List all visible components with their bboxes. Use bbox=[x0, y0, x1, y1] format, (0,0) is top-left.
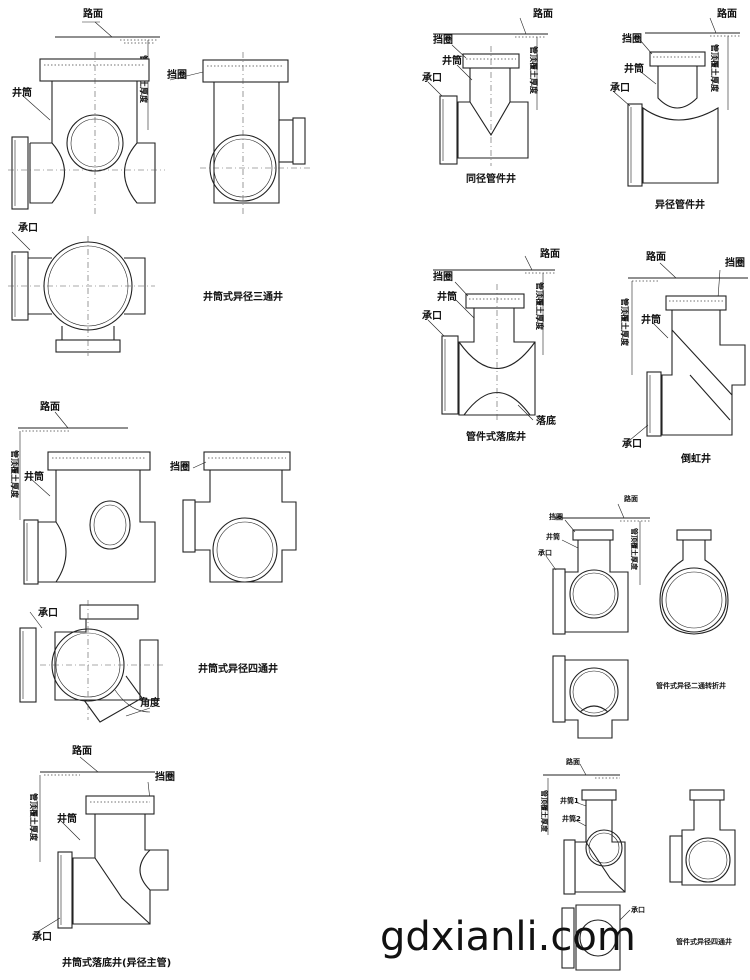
label-socket-4: 承口 bbox=[422, 310, 442, 322]
caption-reducer-fitting-well: 异径管件井 bbox=[655, 198, 705, 211]
fig-fitting-drop-well: 路面 管顶覆土厚度 挡圈 井筒 承口 落底 管件式落底井 bbox=[422, 247, 560, 443]
fig-reducer-fitting-well: 路面 管顶覆土厚度 挡圈 井筒 承口 异径管件井 bbox=[610, 7, 740, 211]
label-cover-depth-8: 管顶覆土厚度 bbox=[29, 793, 39, 842]
label-socket-9: 承口 bbox=[631, 905, 645, 914]
label-socket-2: 承口 bbox=[422, 72, 442, 84]
label-cover-depth-3: 管顶覆土厚度 bbox=[710, 44, 720, 93]
label-shaft: 井筒 bbox=[12, 86, 32, 99]
label-retaining-ring-7: 挡圈 bbox=[549, 512, 563, 521]
label-retaining-ring-8: 挡圈 bbox=[155, 770, 175, 783]
label-angle: 角度 bbox=[140, 696, 161, 709]
label-cover-depth-5: 管顶覆土厚度 bbox=[620, 298, 630, 347]
label-road-surface-7: 路面 bbox=[624, 494, 638, 503]
label-shaft-7: 井筒 bbox=[546, 532, 560, 541]
caption-fitting-reducer-cross: 管件式异径四通井 bbox=[676, 937, 732, 946]
label-retaining-ring-4: 挡圈 bbox=[433, 270, 453, 283]
label-retaining-ring-3: 挡圈 bbox=[622, 32, 642, 45]
label-cover-depth-9: 管顶覆土厚度 bbox=[540, 790, 549, 833]
label-retaining-ring: 挡圈 bbox=[167, 68, 187, 81]
fig-fitting-reducer-two-way-turn: 路面 管顶覆土厚度 挡圈 井筒 承口 管件式异径二通转折井 bbox=[538, 494, 729, 739]
label-shaft-4: 井筒 bbox=[437, 290, 457, 303]
label-shaft-9b: 井筒2 bbox=[562, 814, 581, 823]
label-shaft-9a: 井筒1 bbox=[560, 796, 579, 805]
label-retaining-ring-2: 挡圈 bbox=[433, 33, 453, 46]
label-retaining-ring-6: 挡圈 bbox=[170, 460, 190, 473]
label-shaft-2: 井筒 bbox=[442, 54, 462, 67]
fig-fitting-reducer-cross: 路面 管顶覆土厚度 井筒1 井筒2 承口 管件式异径四通井 bbox=[540, 757, 736, 971]
caption-shaft-drop-well-reducer-main: 井筒式落底井(异径主管) bbox=[62, 956, 171, 969]
caption-fitting-drop-well: 管件式落底井 bbox=[466, 430, 526, 443]
fig-shaft-reducer-cross: 路面 管顶覆土厚度 井筒 挡圈 角度 承 bbox=[10, 400, 297, 723]
fig-shaft-reducer-tee: 路面 管顶覆土厚度 井筒 挡圈 bbox=[8, 7, 310, 356]
label-socket-7: 承口 bbox=[538, 548, 552, 557]
label-shaft-8: 井筒 bbox=[57, 812, 77, 825]
label-socket: 承口 bbox=[18, 222, 38, 234]
label-socket-5: 承口 bbox=[622, 438, 642, 450]
fig-inverted-siphon-well: 路面 挡圈 管顶覆土厚度 井筒 承口 倒虹井 bbox=[620, 250, 748, 465]
label-road-surface-3: 路面 bbox=[717, 7, 737, 20]
label-road-surface-9: 路面 bbox=[566, 757, 580, 766]
label-road-surface-5: 路面 bbox=[646, 250, 666, 263]
label-retaining-ring-5: 挡圈 bbox=[725, 256, 745, 269]
label-shaft-3: 井筒 bbox=[624, 62, 644, 75]
caption-shaft-reducer-tee: 井筒式异径三通井 bbox=[203, 290, 283, 303]
caption-fitting-reducer-two-way-turn: 管件式异径二通转折井 bbox=[656, 681, 726, 690]
label-road-surface-6: 路面 bbox=[40, 400, 60, 413]
label-socket-8: 承口 bbox=[32, 931, 52, 943]
label-cover-depth-2: 管顶覆土厚度 bbox=[529, 46, 539, 95]
caption-shaft-reducer-cross: 井筒式异径四通井 bbox=[198, 662, 278, 675]
label-road-surface: 路面 bbox=[83, 7, 103, 20]
label-cover-depth-7: 管顶覆土厚度 bbox=[630, 528, 639, 571]
label-socket-6: 承口 bbox=[38, 607, 58, 619]
label-shaft-5: 井筒 bbox=[641, 313, 661, 326]
label-road-surface-2: 路面 bbox=[533, 7, 553, 20]
label-socket-3: 承口 bbox=[610, 82, 630, 94]
label-road-surface-4: 路面 bbox=[540, 247, 560, 260]
caption-inverted-siphon-well: 倒虹井 bbox=[680, 452, 711, 465]
label-cover-depth-6: 管顶覆土厚度 bbox=[10, 450, 20, 499]
fig-equal-fitting-well: 路面 管顶覆土厚度 挡圈 井筒 承口 同径管件井 bbox=[422, 7, 553, 185]
label-drop-bottom: 落底 bbox=[536, 414, 556, 427]
label-shaft-6: 井筒 bbox=[24, 470, 44, 483]
fig-shaft-drop-well-reducer-main: 路面 挡圈 管顶覆土厚度 井筒 承口 井筒式落底井(异径主管) bbox=[29, 744, 175, 969]
caption-equal-fitting-well: 同径管件井 bbox=[466, 172, 516, 185]
watermark: gdxianli.com bbox=[380, 914, 636, 960]
label-cover-depth-4: 管顶覆土厚度 bbox=[535, 282, 545, 331]
label-road-surface-8: 路面 bbox=[72, 744, 92, 757]
